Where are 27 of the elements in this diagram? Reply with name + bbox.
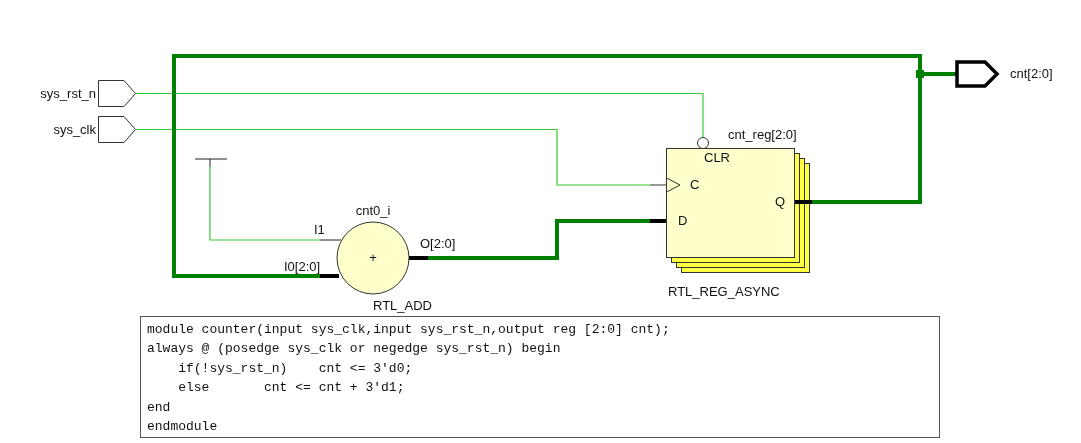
code-line: module counter(input sys_clk,input sys_rst_n,output reg [2:0] cnt); <box>147 322 670 338</box>
pin-label: I0[2:0] <box>284 259 321 274</box>
code-line: always @ (posedge sys_clk or negedge sys_rst_n) begin <box>147 341 561 358</box>
pin-label: O[2:0] <box>420 236 456 251</box>
wire <box>135 128 651 186</box>
code-line: end <box>147 399 171 416</box>
code-line: endmodule <box>147 419 218 435</box>
instance-label: cnt0_i <box>355 203 391 218</box>
bus-wire <box>428 219 650 260</box>
pin-label: I1 <box>314 222 325 237</box>
code-line: if(!sys_rst_n) cnt <= 3'd0; <box>177 360 413 377</box>
port-label: sys_rst_n <box>40 85 96 101</box>
wire <box>209 166 321 241</box>
wire <box>135 92 704 138</box>
pin-label: D <box>678 213 688 228</box>
instance-label: cnt_reg[2:0] <box>728 127 797 142</box>
port-label: cnt[2:0] <box>1010 66 1053 81</box>
port-label: sys_clk <box>53 121 96 137</box>
pin-label: CLR <box>704 150 730 165</box>
pin-label: Q <box>775 194 786 209</box>
code-panel <box>140 316 940 438</box>
cell-type-label: RTL_REG_ASYNC <box>668 284 780 299</box>
code-line: else cnt <= cnt + 3'd1; <box>177 380 405 397</box>
cell-type-label: RTL_ADD <box>373 298 432 313</box>
pin-label: C <box>690 177 700 192</box>
bus-wire <box>172 54 922 278</box>
operator-label: + <box>369 250 377 265</box>
